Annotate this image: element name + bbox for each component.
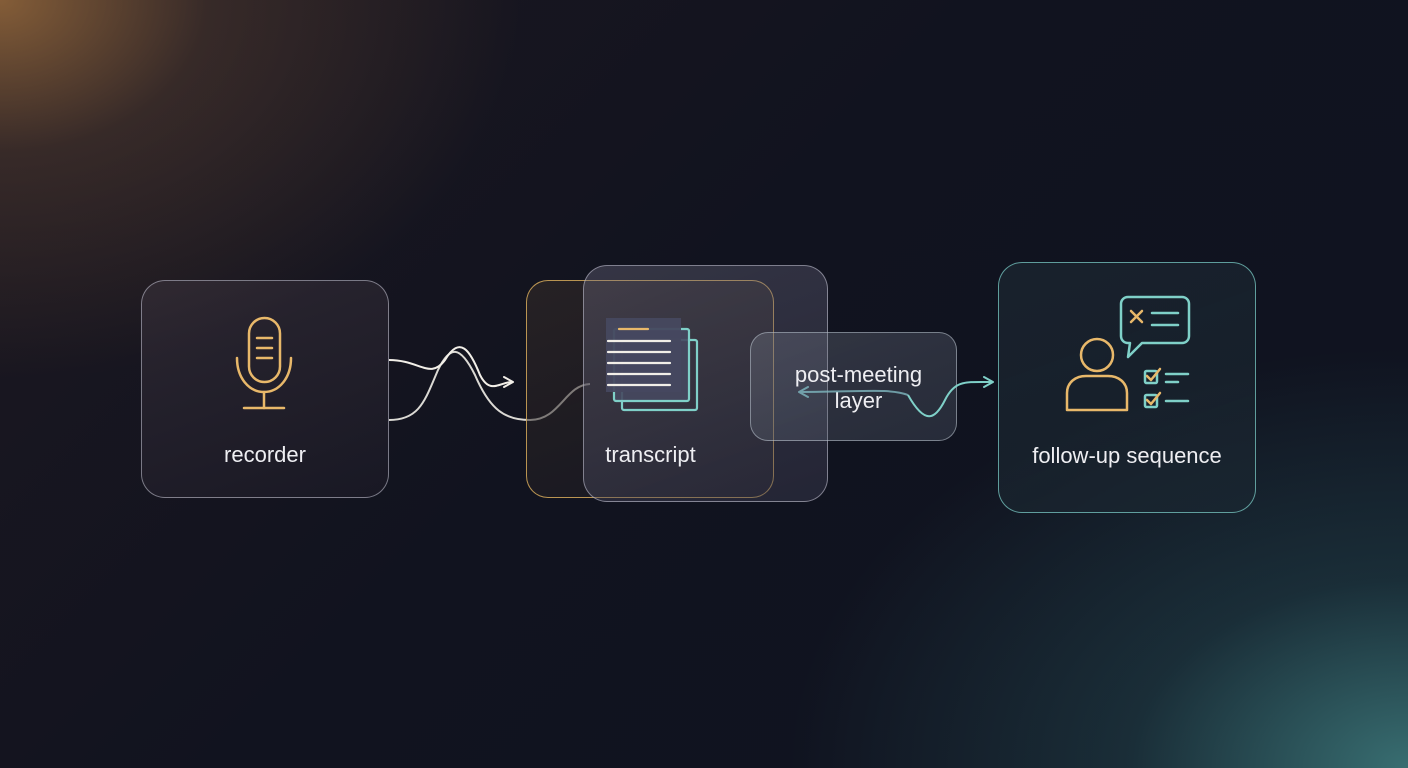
recorder-label: recorder bbox=[224, 442, 306, 467]
transcript-card bbox=[583, 265, 828, 502]
transcript-label: transcript bbox=[605, 442, 696, 467]
flow-line-recorder-to-transcript bbox=[388, 346, 514, 389]
follow-up-sequence-card bbox=[998, 262, 1256, 513]
post-meeting-layer-label: post-meeting layer bbox=[794, 362, 923, 413]
follow-up-sequence-label: follow-up sequence bbox=[1032, 443, 1222, 468]
